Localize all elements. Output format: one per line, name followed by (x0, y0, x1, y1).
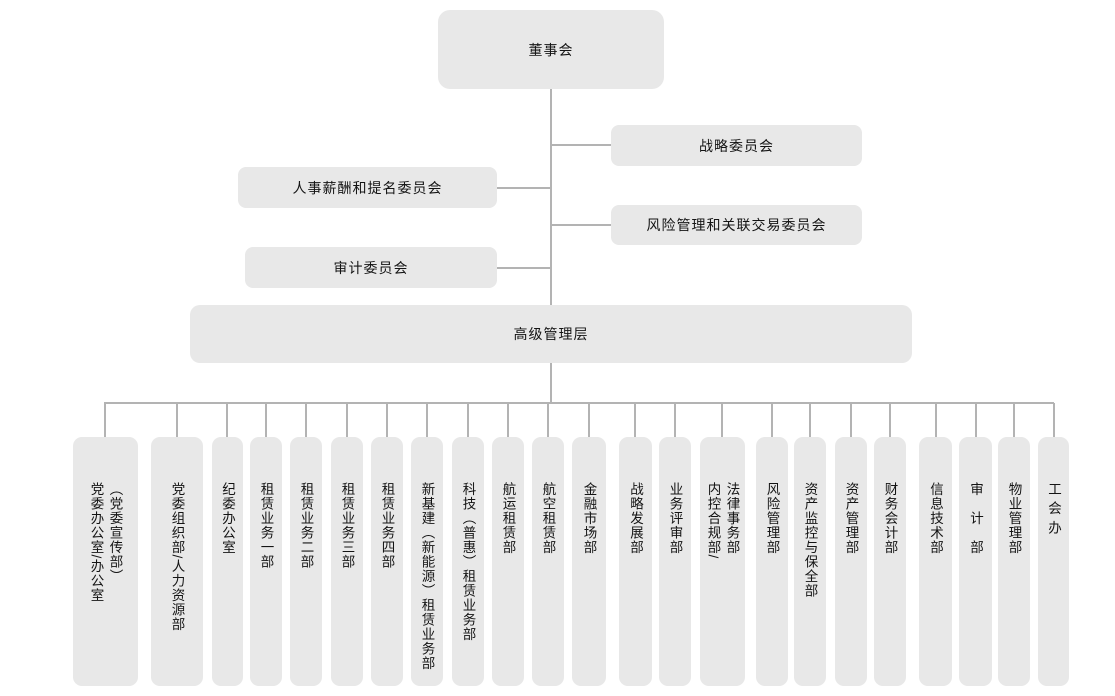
node-department-discipline-office: 纪委办公室 (212, 437, 243, 686)
department-label: 纪委办公室 (220, 482, 235, 555)
department-label: 财务会计部 (882, 482, 898, 555)
connector-drop-line (305, 403, 307, 439)
connector-drop-line (386, 403, 388, 439)
department-label: 租赁业务三部 (339, 482, 355, 569)
node-department-shipping-leasing: 航运租赁部 (492, 437, 524, 686)
node-department-legal-compliance: 内控合规部/ 法律事务部 (700, 437, 745, 686)
node-risk-related-committee-label: 风险管理和关联交易委员会 (646, 217, 827, 233)
connector-drop-line (547, 403, 549, 439)
node-department-leasing-1: 租赁业务一部 (250, 437, 282, 686)
node-department-leasing-4: 租赁业务四部 (371, 437, 403, 686)
connector-drop-line (771, 403, 773, 439)
node-department-technology-leasing: 科技（普惠）租赁业务部 (452, 437, 484, 686)
department-label: 航运租赁部 (500, 482, 516, 555)
node-department-asset-management: 资产管理部 (835, 437, 867, 686)
department-label: 租赁业务一部 (258, 482, 274, 569)
connector-drop-line (176, 403, 178, 439)
connector-drop-line (426, 403, 428, 439)
connector-drop-line (674, 403, 676, 439)
connector-line-risk (551, 224, 611, 226)
node-department-asset-monitoring: 资产监控与保全部 (794, 437, 826, 686)
connector-drop-line (588, 403, 590, 439)
department-label: 内控合规部/ 法律事务部 (705, 482, 740, 560)
connector-line-hr (497, 187, 552, 189)
connector-drop-line (850, 403, 852, 439)
node-audit-committee: 审计委员会 (245, 247, 497, 288)
department-label: 工 会 办 (1046, 482, 1061, 536)
department-label: 资产监控与保全部 (802, 482, 818, 598)
connector-drop-line (1013, 403, 1015, 439)
department-label: 审 计 部 (968, 482, 983, 555)
node-department-finance-accounting: 财务会计部 (874, 437, 906, 686)
connector-drop-line (467, 403, 469, 439)
node-senior-management-label: 高级管理层 (513, 326, 589, 342)
department-label: 航空租赁部 (540, 482, 556, 555)
department-label: 物业管理部 (1006, 482, 1022, 555)
department-label: 信息技术部 (928, 482, 943, 555)
department-label: 租赁业务四部 (379, 482, 395, 569)
department-label: 战略发展部 (628, 482, 643, 555)
department-label: 租赁业务二部 (298, 482, 314, 569)
connector-line-strategy (551, 144, 611, 146)
node-department-information-technology: 信息技术部 (919, 437, 952, 686)
node-department-aviation-leasing: 航空租赁部 (532, 437, 564, 686)
connector-line-bus (104, 402, 1054, 404)
node-department-party-organization-hr: 党委组织部/人力资源部 (151, 437, 203, 686)
connector-drop-line (935, 403, 937, 439)
node-department-financial-markets: 金融市场部 (572, 437, 606, 686)
department-label: 金融市场部 (581, 482, 597, 555)
connector-drop-line (721, 403, 723, 439)
connector-drop-line (809, 403, 811, 439)
node-risk-related-committee: 风险管理和关联交易委员会 (611, 205, 862, 245)
connector-drop-line (265, 403, 267, 439)
node-senior-management: 高级管理层 (190, 305, 912, 363)
node-department-risk-management: 风险管理部 (756, 437, 788, 686)
node-strategy-committee-label: 战略委员会 (699, 137, 774, 154)
department-label: 资产管理部 (843, 482, 859, 555)
connector-drop-line (1053, 403, 1055, 439)
connector-drop-line (889, 403, 891, 439)
node-department-new-infrastructure-leasing: 新基建（新能源）租赁业务部 (411, 437, 443, 686)
department-label: 科技（普惠）租赁业务部 (460, 482, 476, 642)
node-department-party-office: 党委办公室/办公室 （党委宣传部） (73, 437, 138, 686)
connector-drop-line (634, 403, 636, 439)
node-hr-nomination-committee: 人事薪酬和提名委员会 (238, 167, 497, 208)
department-label: 党委办公室/办公室 （党委宣传部） (88, 482, 123, 603)
department-label: 风险管理部 (764, 482, 780, 555)
node-department-labor-union-office: 工 会 办 (1038, 437, 1069, 686)
node-board: 董事会 (438, 10, 664, 89)
department-label: 新基建（新能源）租赁业务部 (419, 482, 435, 671)
department-label: 业务评审部 (667, 482, 683, 555)
node-department-property-management: 物业管理部 (998, 437, 1030, 686)
connector-drop-line (104, 403, 106, 439)
node-department-audit: 审 计 部 (959, 437, 992, 686)
connector-line-main-top (550, 87, 552, 305)
department-label: 党委组织部/人力资源部 (169, 482, 185, 632)
node-hr-nomination-committee-label: 人事薪酬和提名委员会 (292, 179, 443, 196)
node-department-leasing-3: 租赁业务三部 (331, 437, 363, 686)
node-board-label: 董事会 (528, 41, 574, 58)
node-department-business-review: 业务评审部 (659, 437, 691, 686)
node-audit-committee-label: 审计委员会 (333, 259, 409, 276)
connector-drop-line (346, 403, 348, 439)
node-strategy-committee: 战略委员会 (611, 125, 862, 166)
node-department-strategic-development: 战略发展部 (619, 437, 652, 686)
node-department-leasing-2: 租赁业务二部 (290, 437, 322, 686)
connector-drop-line (226, 403, 228, 439)
connector-drop-line (507, 403, 509, 439)
connector-line-main-bottom (550, 362, 552, 403)
connector-line-audit (497, 267, 552, 269)
connector-drop-line (975, 403, 977, 439)
